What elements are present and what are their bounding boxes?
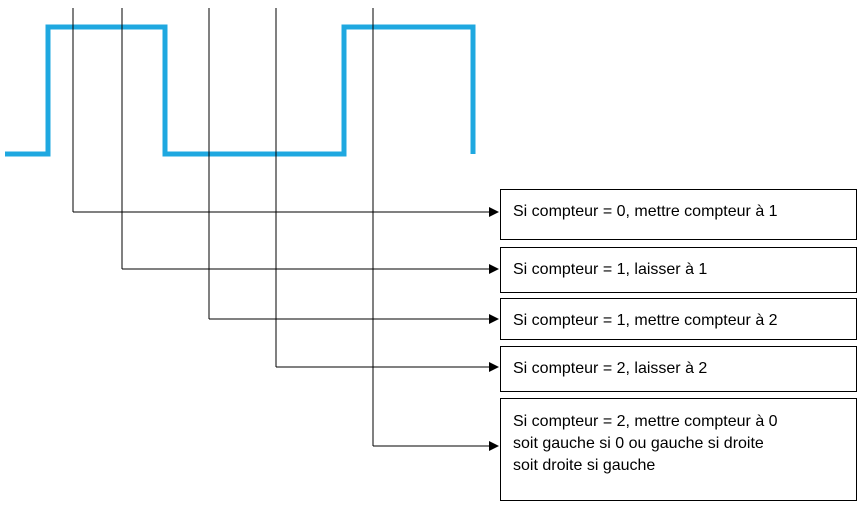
rule-text: Si compteur = 2, laisser à 2 xyxy=(513,360,708,377)
connector-2 xyxy=(121,8,499,274)
rule-text-line-2: soit gauche si 0 ou gauche si droite xyxy=(513,435,764,452)
rule-box-3: Si compteur = 1, mettre compteur à 2 xyxy=(500,298,857,340)
rule-text: Si compteur = 0, mettre compteur à 1 xyxy=(513,203,778,220)
rule-box-2: Si compteur = 1, laisser à 1 xyxy=(500,247,857,293)
rule-box-1: Si compteur = 0, mettre compteur à 1 xyxy=(500,189,857,240)
square-wave-signal xyxy=(5,24,476,157)
rule-box-4: Si compteur = 2, laisser à 2 xyxy=(500,346,857,392)
rule-text-line-1: Si compteur = 2, mettre compteur à 0 xyxy=(513,413,778,430)
connector-4 xyxy=(275,8,499,372)
rule-text-line-3: soit droite si gauche xyxy=(513,457,656,474)
connector-5 xyxy=(372,8,499,451)
connector-1 xyxy=(72,8,499,217)
rule-text: Si compteur = 1, mettre compteur à 2 xyxy=(513,312,778,329)
connector-3 xyxy=(208,8,499,324)
rule-box-5: Si compteur = 2, mettre compteur à 0 soi… xyxy=(500,398,857,501)
rule-text: Si compteur = 1, laisser à 1 xyxy=(513,261,708,278)
